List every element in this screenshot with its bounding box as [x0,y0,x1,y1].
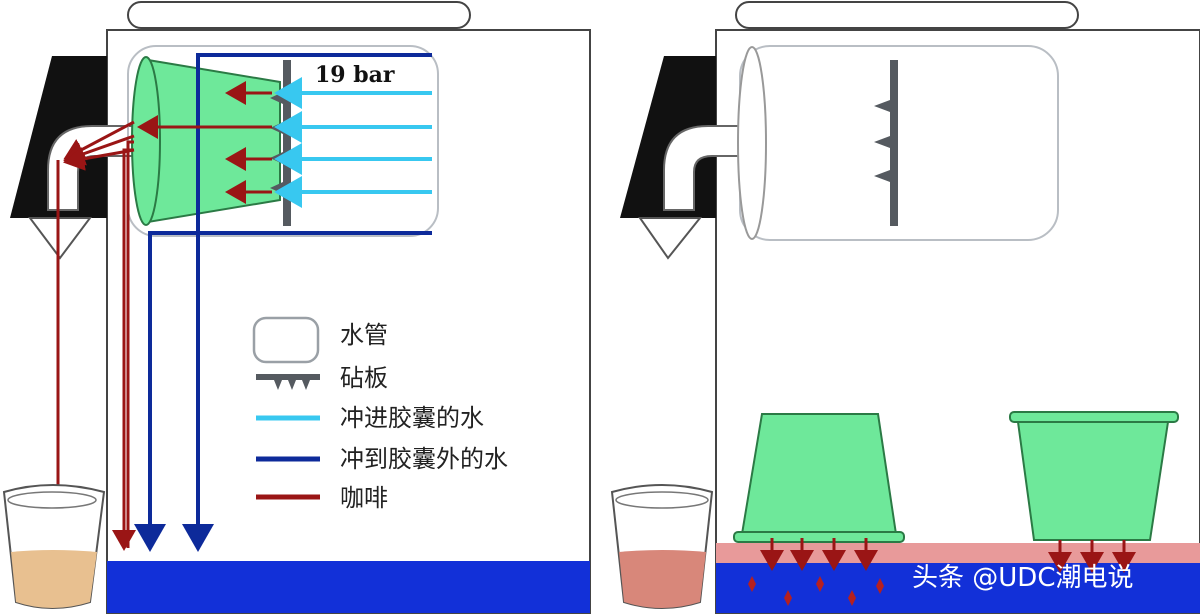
coffee-in-cup [11,550,97,608]
pressure-label: 19 bar [315,62,395,88]
machine-top-bar [127,1,471,29]
capsule [147,58,281,224]
coffee-swirl-marks [748,576,884,606]
outside-water-line [134,231,432,552]
water-pipe [739,45,1059,241]
left-panel: 19 bar [2,1,591,614]
capsule-rim [131,56,161,226]
portafilter-spout [638,217,703,260]
capsule-upright [1016,421,1170,541]
machine-top-bar [735,1,1079,29]
drip-tray-water [107,561,590,613]
legend: 水管 砧板 冲进胶囊的水 冲到胶囊外的水 咖啡 [252,316,508,512]
drip-tray-coffee [716,543,1200,563]
coffee-flow-line [126,140,134,548]
legend-label: 咖啡 [340,484,388,512]
legend-label: 水管 [340,321,388,349]
portafilter-spout [28,217,92,260]
pyramid-plate [283,60,291,226]
cup-rim [7,491,97,509]
watermark: 头条 @UDC潮电说 [912,563,1133,593]
legend-water-pipe-icon [252,316,320,364]
capsule-upside-down [740,413,898,535]
legend-plate-icon [256,374,320,390]
capsule-rim [733,531,905,543]
legend-label: 砧板 [340,364,388,392]
capsule-rim [1009,411,1179,423]
right-panel [610,1,1200,614]
outside-water-line [182,53,432,552]
plate-spike [874,170,890,182]
legend-label: 冲到胶囊外的水 [340,445,508,473]
coffee-flow-line [112,148,136,551]
coffee-in-cup [619,550,706,608]
plate-spike [874,100,890,112]
plate-spike [874,136,890,148]
legend-label: 冲进胶囊的水 [340,404,484,432]
cup-rim [615,491,709,509]
pyramid-plate [890,60,898,226]
pipe-opening [737,46,767,240]
